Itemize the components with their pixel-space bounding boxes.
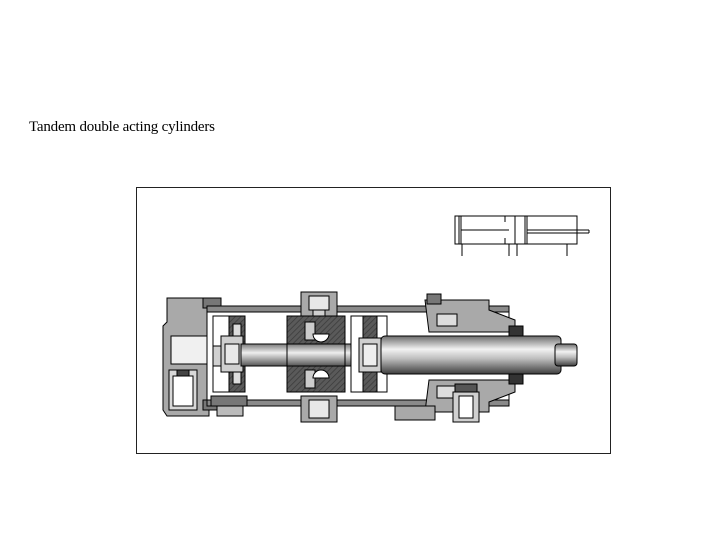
rear-piston	[212, 315, 246, 393]
slide-title: Tandem double acting cylinders	[29, 119, 215, 135]
piston-rod	[380, 335, 578, 375]
intermediate-bulkhead	[286, 315, 346, 393]
left-end-cap	[162, 297, 222, 417]
tandem-cylinder-symbol	[454, 215, 590, 256]
cylinder-illustration-frame	[136, 187, 611, 454]
tandem-cylinder-cutaway	[162, 215, 590, 423]
